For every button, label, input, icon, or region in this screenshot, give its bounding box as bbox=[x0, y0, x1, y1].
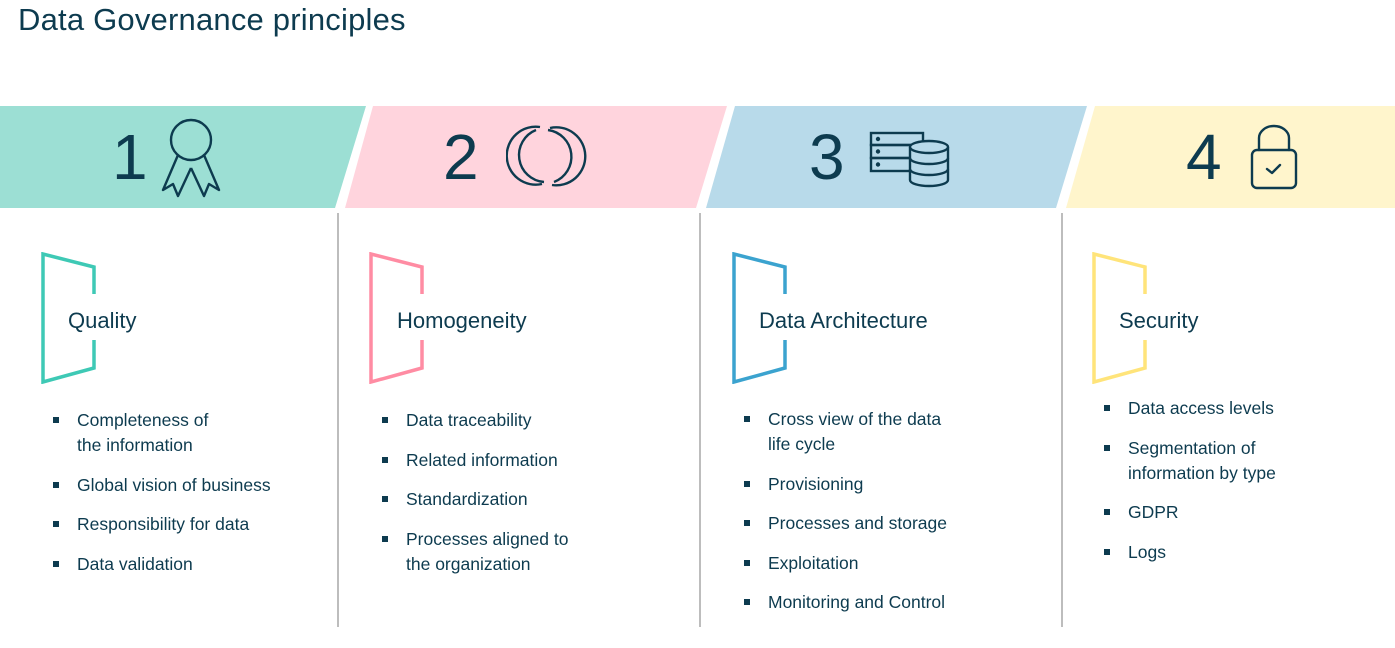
bullet-square-icon bbox=[1104, 509, 1110, 515]
list-item: Global vision of business bbox=[53, 473, 323, 498]
list-item: Standardization bbox=[382, 487, 682, 512]
list-item: Logs bbox=[1104, 540, 1394, 565]
bullet-square-icon bbox=[744, 416, 750, 422]
list-item: Provisioning bbox=[744, 472, 1044, 497]
bullet-square-icon bbox=[382, 456, 388, 463]
band-1-number: 1 bbox=[112, 121, 148, 193]
padlock-check-icon bbox=[1250, 124, 1298, 190]
bullet-square-icon bbox=[382, 417, 388, 423]
column-divider bbox=[1061, 213, 1063, 627]
bullet-square-icon bbox=[744, 559, 750, 566]
section-title: Quality bbox=[68, 308, 137, 333]
bullet-square-icon bbox=[382, 535, 388, 542]
list-item: Monitoring and Control bbox=[744, 590, 1044, 615]
list-item: Data access levels bbox=[1104, 396, 1394, 421]
bullet-square-icon bbox=[1104, 444, 1110, 451]
bullet-square-icon bbox=[53, 560, 59, 567]
award-ribbon-icon bbox=[161, 118, 221, 198]
band-shapes bbox=[0, 106, 1395, 208]
list-item: Related information bbox=[382, 448, 682, 473]
list-item: Segmentation of information by type bbox=[1104, 436, 1394, 486]
overlapping-circles-icon bbox=[506, 125, 587, 187]
column-divider bbox=[699, 213, 701, 627]
section-title: Homogeneity bbox=[397, 308, 527, 333]
bullet-square-icon bbox=[53, 521, 59, 527]
list-item: Responsibility for data bbox=[53, 512, 323, 537]
band-2-number: 2 bbox=[443, 121, 479, 193]
bullet-square-icon bbox=[1104, 548, 1110, 555]
bullet-square-icon bbox=[744, 599, 750, 605]
bracket-decoration bbox=[41, 252, 96, 384]
bracket-decoration bbox=[732, 252, 787, 384]
list-item: GDPR bbox=[1104, 500, 1394, 525]
bullet-square-icon bbox=[744, 520, 750, 526]
list-item: Data traceability bbox=[382, 408, 682, 433]
principle-header-bands: 1 2 3 4 bbox=[0, 106, 1395, 208]
bullet-square-icon bbox=[382, 496, 388, 502]
band-4-number: 4 bbox=[1186, 121, 1222, 193]
page-title: Data Governance principles bbox=[18, 2, 406, 37]
column-divider bbox=[337, 213, 339, 627]
band-security bbox=[1066, 106, 1395, 208]
list-item: Exploitation bbox=[744, 551, 1044, 576]
bullet-square-icon bbox=[744, 480, 750, 487]
bullet-list: Completeness of the information Global v… bbox=[53, 408, 323, 591]
bullet-list: Data traceability Related information St… bbox=[382, 408, 682, 591]
section-title: Security bbox=[1119, 308, 1199, 333]
list-item: Processes and storage bbox=[744, 511, 1044, 536]
list-item: Processes aligned to the organization bbox=[382, 527, 682, 577]
bullet-square-icon bbox=[53, 417, 59, 423]
band-quality bbox=[0, 106, 366, 208]
bracket-decoration bbox=[369, 252, 424, 384]
list-item: Cross view of the data life cycle bbox=[744, 407, 1044, 457]
bracket-decoration bbox=[1092, 252, 1147, 384]
band-homogeneity bbox=[345, 106, 727, 208]
bullet-list: Data access levels Segmentation of infor… bbox=[1104, 396, 1394, 579]
server-database-icon bbox=[869, 131, 950, 188]
band-3-number: 3 bbox=[809, 121, 845, 193]
section-title: Data Architecture bbox=[759, 308, 928, 333]
list-item: Data validation bbox=[53, 552, 323, 577]
bullet-square-icon bbox=[1104, 405, 1110, 411]
bullet-list: Cross view of the data life cycle Provis… bbox=[744, 407, 1044, 630]
list-item: Completeness of the information bbox=[53, 408, 323, 458]
bullet-square-icon bbox=[53, 481, 59, 488]
